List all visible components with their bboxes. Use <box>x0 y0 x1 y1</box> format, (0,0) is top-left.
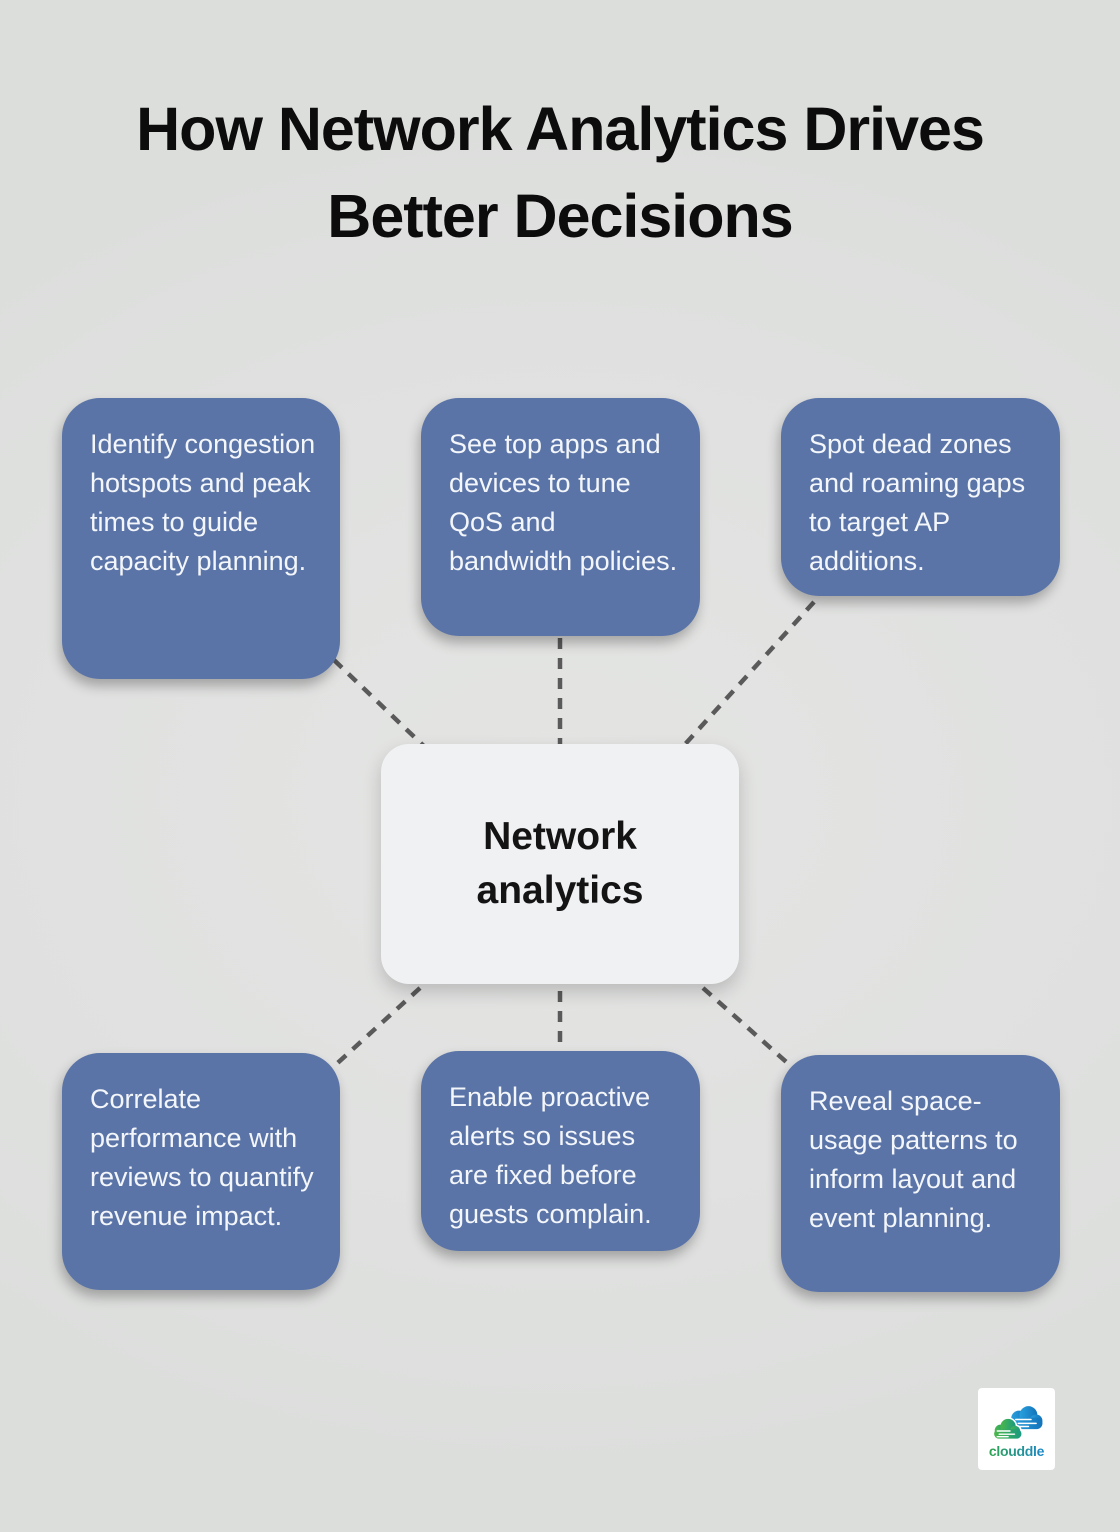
benefit-box-bottom-left: Correlate performance with reviews to qu… <box>62 1053 340 1290</box>
page-title-line2: Better Decisions <box>327 181 793 250</box>
benefit-text: Correlate performance with reviews to qu… <box>90 1084 314 1231</box>
page-title: How Network Analytics Drives Better Deci… <box>0 86 1120 259</box>
benefit-text: Identify congestion hotspots and peak ti… <box>90 429 316 576</box>
benefit-box-top-middle: See top apps and devices to tune QoS and… <box>421 398 700 636</box>
brand-logo-text: clouddle <box>988 1443 1045 1459</box>
page-title-line1: How Network Analytics Drives <box>136 95 985 163</box>
benefit-box-top-left: Identify congestion hotspots and peak ti… <box>62 398 340 679</box>
benefit-text: See top apps and devices to tune QoS and… <box>449 429 678 576</box>
benefit-text: Spot dead zones and roaming gaps to targ… <box>809 429 1026 576</box>
connector-top-right <box>676 600 816 754</box>
clouddle-clouds-icon <box>992 1406 1042 1441</box>
connector-top-left <box>332 658 432 754</box>
benefit-box-top-right: Spot dead zones and roaming gaps to targ… <box>781 398 1060 596</box>
brand-logo: clouddle <box>978 1388 1055 1470</box>
benefit-text: Enable proactive alerts so issues are fi… <box>449 1082 652 1229</box>
benefit-box-bottom-middle: Enable proactive alerts so issues are fi… <box>421 1051 700 1251</box>
connector-bottom-left <box>329 986 422 1071</box>
benefit-text: Reveal space-usage patterns to inform la… <box>809 1086 1018 1233</box>
central-node: Network analytics <box>381 744 739 984</box>
benefit-box-bottom-right: Reveal space-usage patterns to inform la… <box>781 1055 1060 1292</box>
central-node-label: Network analytics <box>476 815 644 912</box>
connector-bottom-right <box>701 986 794 1069</box>
